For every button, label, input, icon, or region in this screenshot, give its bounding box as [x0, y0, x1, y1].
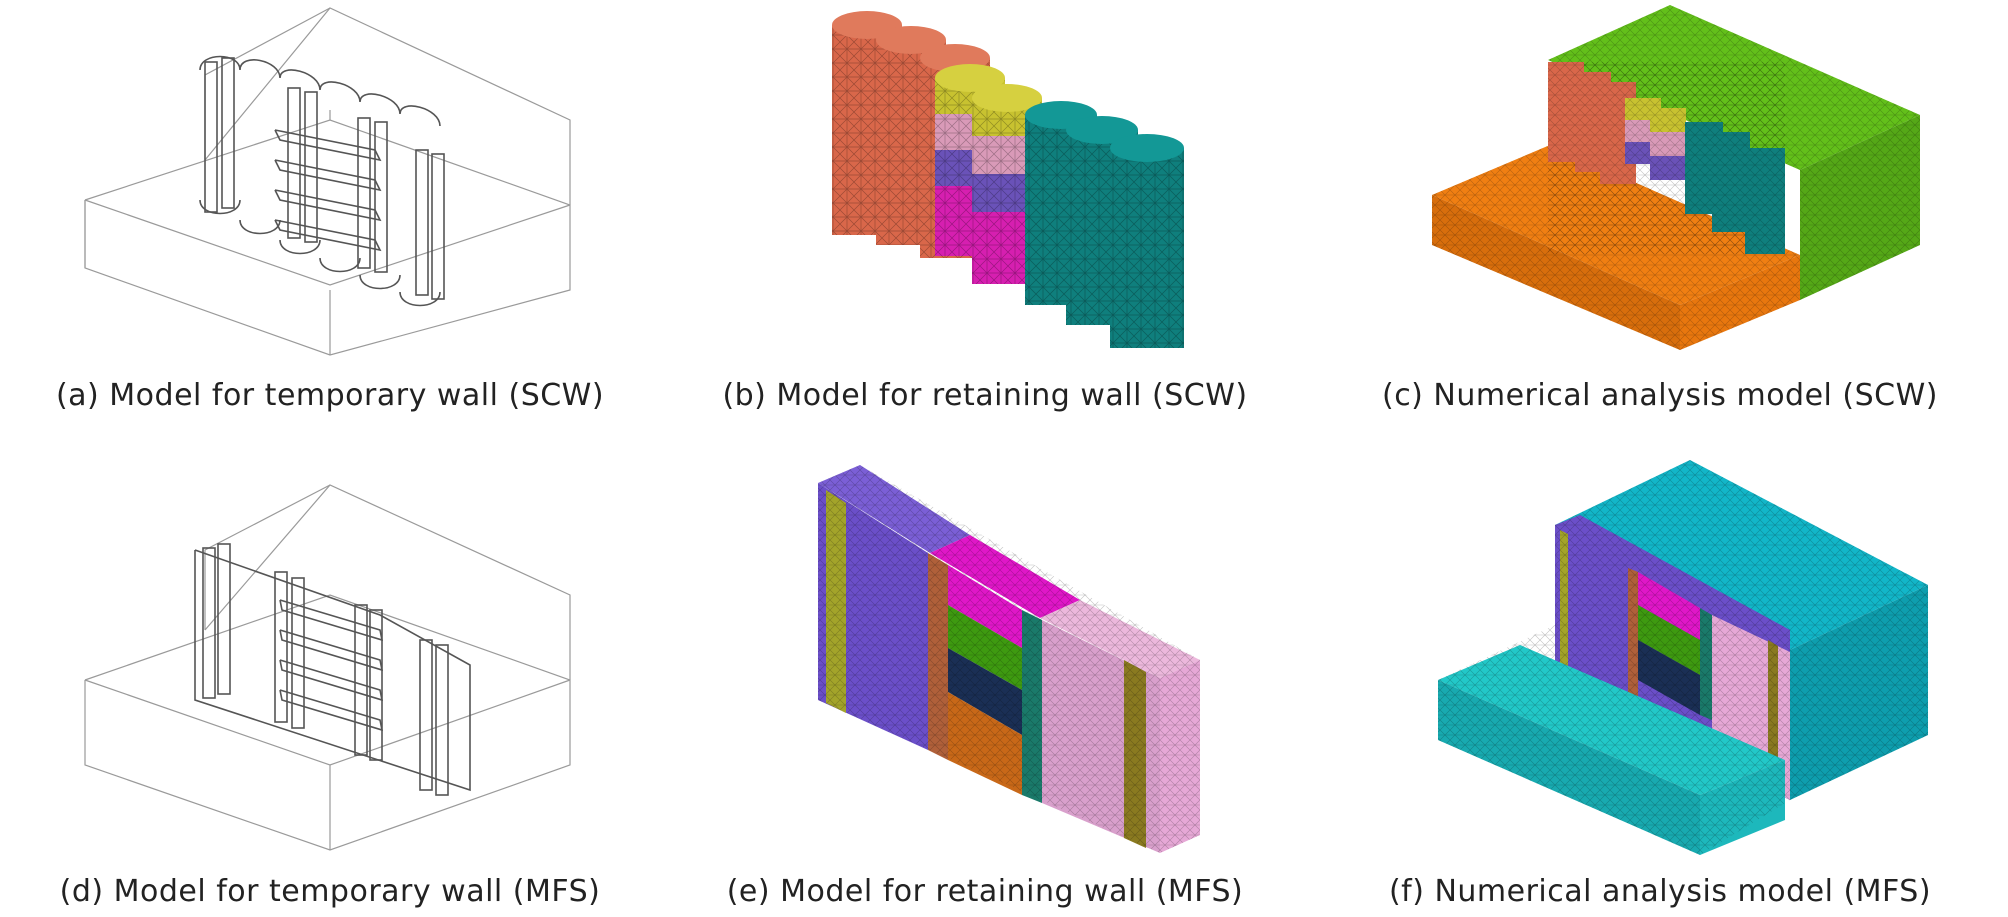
caption-b: (b) Model for retaining wall (SCW): [722, 378, 1248, 413]
panel-c-numerical-model-scw: [1432, 5, 1920, 350]
caption-f: (f) Numerical analysis model (MFS): [1388, 874, 1932, 909]
caption-c: (c) Numerical analysis model (SCW): [1381, 378, 1938, 413]
panel-f-numerical-model-mfs: [1438, 460, 1928, 855]
caption-d: (d) Model for temporary wall (MFS): [59, 874, 601, 909]
panel-a-temporary-wall-scw: [84, 7, 571, 356]
panel-b-retaining-wall-scw: [832, 11, 1184, 348]
caption-e: (e) Model for retaining wall (MFS): [726, 874, 1244, 909]
caption-a: (a) Model for temporary wall (SCW): [55, 378, 605, 413]
panel-d-temporary-wall-mfs: [84, 484, 571, 851]
panel-e-retaining-wall-mfs: [818, 465, 1200, 853]
